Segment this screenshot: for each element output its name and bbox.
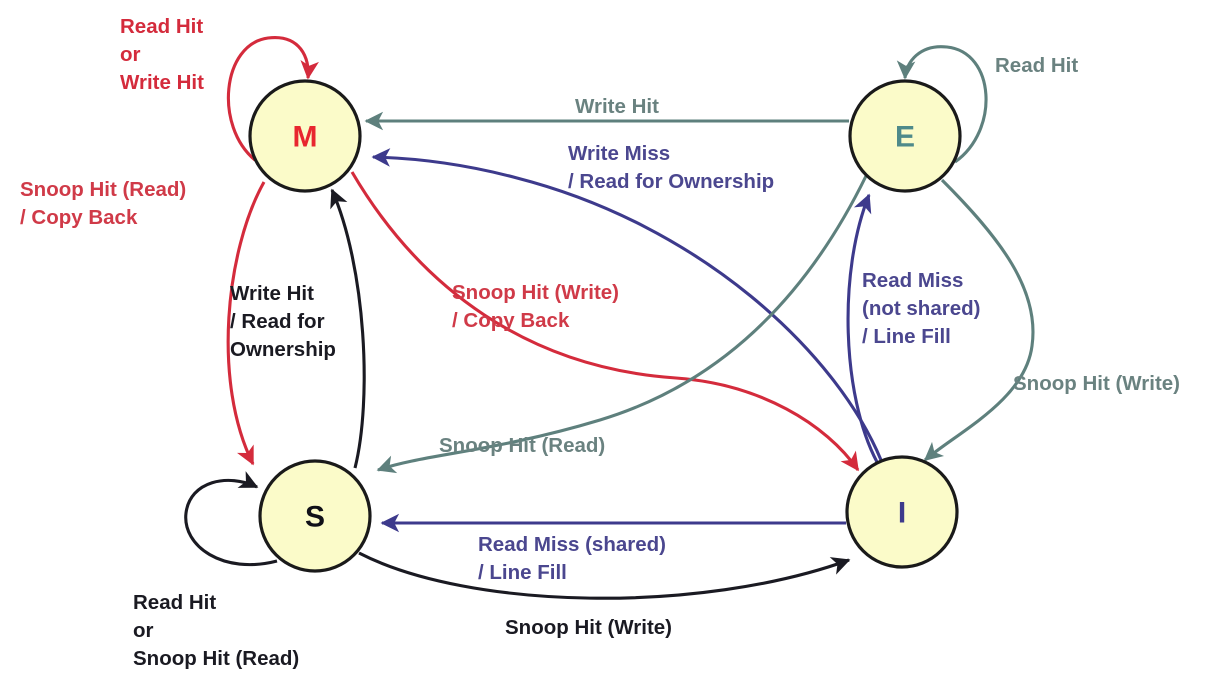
label-i-to-e-line3: / Line Fill: [862, 325, 951, 348]
label-i-to-s-line1: Read Miss (shared): [478, 533, 666, 556]
state-node-i[interactable]: I: [845, 455, 959, 569]
edge-e-self-loop: [896, 45, 988, 164]
edge-label-i-to-s: Read Miss (shared) / Line Fill: [478, 533, 666, 584]
label-s-self-line2: or: [133, 619, 154, 642]
label-m-self-line1: Read Hit: [120, 15, 203, 38]
edge-e-to-s: [376, 175, 868, 474]
edge-s-to-m: [330, 188, 366, 469]
state-node-e-circle: [848, 79, 962, 193]
label-e-to-m-line1: Write Hit: [575, 95, 659, 118]
edge-label-m-to-i: Snoop Hit (Write) / Copy Back: [452, 281, 619, 332]
edge-label-s-self-loop: Read Hit or Snoop Hit (Read): [133, 591, 299, 670]
edge-s-self-loop: [184, 471, 278, 567]
state-node-e[interactable]: E: [848, 79, 962, 193]
label-s-self-line3: Snoop Hit (Read): [133, 647, 299, 670]
label-e-to-s-line1: Snoop Hit (Read): [439, 434, 605, 457]
label-s-self-line1: Read Hit: [133, 591, 216, 614]
edge-label-i-to-m: Write Miss / Read for Ownership: [568, 142, 774, 193]
label-m-to-i-line2: / Copy Back: [452, 309, 570, 332]
state-node-e-label: E: [895, 121, 915, 154]
label-i-to-m-line2: / Read for Ownership: [568, 170, 774, 193]
label-s-to-m-line3: Ownership: [230, 338, 336, 361]
label-e-self-line1: Read Hit: [995, 54, 1078, 77]
state-node-i-label: I: [898, 497, 906, 530]
edge-label-e-to-s: Snoop Hit (Read): [439, 434, 605, 457]
state-node-m[interactable]: M: [248, 79, 362, 193]
edge-m-to-s: [226, 181, 266, 466]
edge-m-self-loop: [226, 36, 319, 162]
edge-label-s-to-i: Snoop Hit (Write): [505, 616, 672, 639]
state-node-s[interactable]: S: [258, 459, 372, 573]
label-s-to-i-line1: Snoop Hit (Write): [505, 616, 672, 639]
label-m-to-s-line2: / Copy Back: [20, 206, 138, 229]
edge-label-e-to-m: Write Hit: [575, 95, 659, 118]
label-m-self-line2: or: [120, 43, 141, 66]
edge-label-e-self-loop: Read Hit: [995, 54, 1078, 77]
label-s-to-m-line2: / Read for: [230, 310, 325, 333]
label-s-to-m-line1: Write Hit: [230, 282, 314, 305]
edge-s-to-i: [358, 551, 851, 600]
state-node-s-label: S: [305, 501, 325, 534]
label-i-to-s-line2: / Line Fill: [478, 561, 567, 584]
state-node-m-label: M: [293, 121, 318, 154]
label-m-to-i-line1: Snoop Hit (Write): [452, 281, 619, 304]
edge-e-to-i: [923, 178, 1035, 462]
label-m-self-line3: Write Hit: [120, 71, 204, 94]
edge-label-m-to-s: Snoop Hit (Read) / Copy Back: [20, 178, 186, 229]
state-node-s-circle: [258, 459, 372, 573]
edge-i-to-m: [371, 148, 883, 461]
edge-label-s-to-m: Write Hit / Read for Ownership: [230, 282, 336, 361]
label-i-to-e-line2: (not shared): [862, 297, 980, 320]
label-e-to-i-line1: Snoop Hit (Write): [1013, 372, 1180, 395]
state-node-m-circle: [248, 79, 362, 193]
edge-i-to-e: [846, 193, 879, 463]
label-m-to-s-line1: Snoop Hit (Read): [20, 178, 186, 201]
edge-label-i-to-e: Read Miss (not shared) / Line Fill: [862, 269, 980, 348]
state-node-i-circle: [845, 455, 959, 569]
label-i-to-m-line1: Write Miss: [568, 142, 670, 165]
edge-m-to-i: [350, 171, 860, 472]
label-i-to-e-line1: Read Miss: [862, 269, 963, 292]
edge-label-e-to-i: Snoop Hit (Write): [1013, 372, 1180, 395]
edge-label-m-self-loop: Read Hit or Write Hit: [120, 15, 204, 94]
